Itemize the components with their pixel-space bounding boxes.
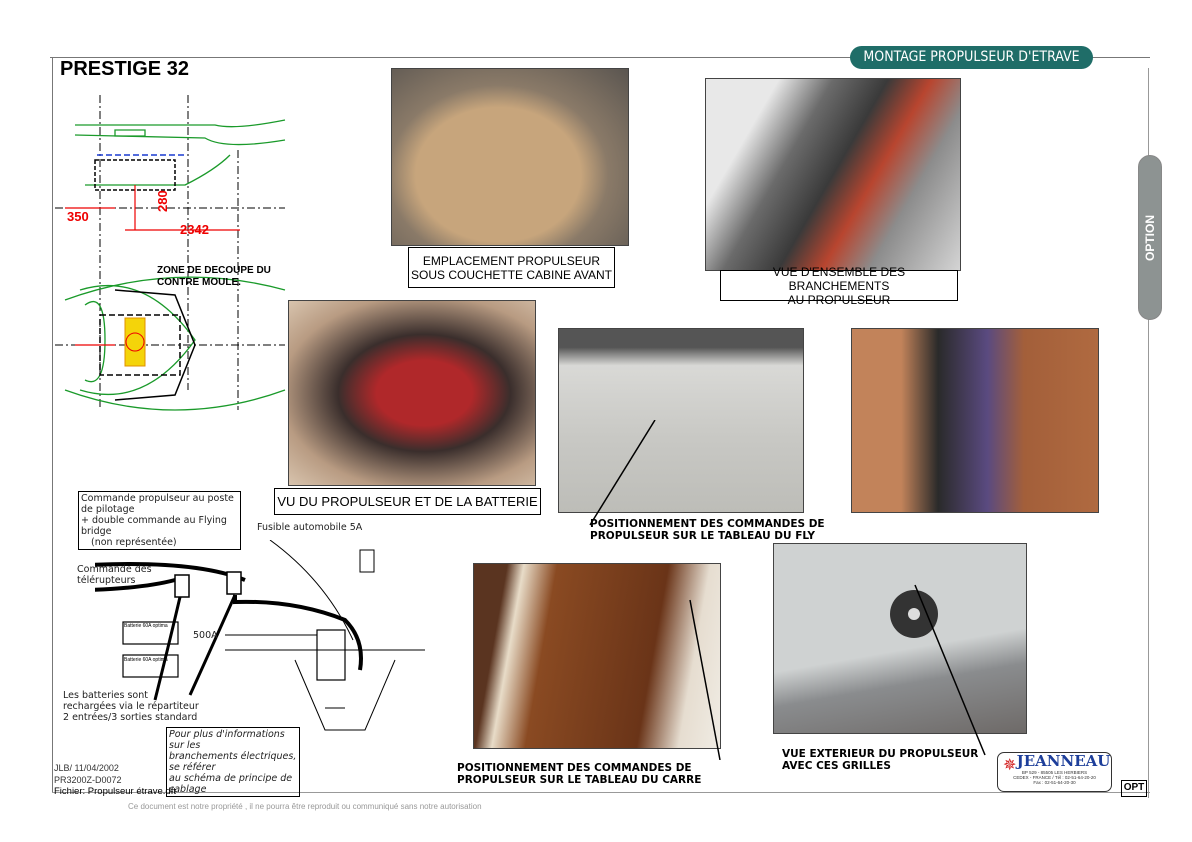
label-line: Commande des (77, 564, 152, 575)
label-line: télérupteurs (77, 575, 136, 586)
photo-wiring-overview (705, 78, 961, 271)
caption-line: POSITIONNEMENT DES COMMANDES DE (590, 518, 825, 530)
top-rule (50, 57, 1150, 58)
photo-thruster-controls-wiring (851, 328, 1099, 513)
bottom-rule (52, 792, 1150, 793)
zone-label-1: ZONE DE DECOUPE DU (157, 265, 271, 276)
caption-line: EMPLACEMENT PROPULSEUR (422, 253, 601, 268)
logo-address: CEDEX - FRANCE / Tél : 02-51-64-20-20 (1013, 775, 1096, 780)
note-line: Les batteries sont (63, 690, 148, 701)
caption-line: POSITIONNEMENT DES COMMANDES DE (457, 762, 692, 774)
caption-line: AVEC CES GRILLES (782, 760, 891, 772)
wiring-diagram (95, 540, 425, 731)
note-line: 2 entrées/3 sorties standard (63, 712, 198, 723)
option-tab-label: OPTION (1143, 214, 1157, 261)
dim-280: 280 (155, 190, 170, 212)
note-line: au schéma de principe de cablage (169, 773, 293, 795)
logo-address: BP 529 - 85505 LES HERBIERS (1021, 770, 1088, 775)
document-meta: JLB/ 11/04/2002 PR3200Z-D0072 Fichier: P… (54, 762, 176, 798)
photo-exterior-thruster (773, 543, 1027, 734)
caption-line: VU DU PROPULSEUR ET DE LA BATTERIE (277, 493, 538, 509)
caption-line: PROPULSEUR SUR LE TABLEAU DU FLY (590, 530, 816, 542)
note-line: (non représentée) (91, 537, 177, 548)
note-line: Pour plus d'informations sur les (169, 729, 285, 751)
caption-line: AU PROPULSEUR (787, 292, 891, 307)
option-tab: OPTION (1138, 155, 1162, 320)
note-line: Commande propulseur au poste de pilotage (81, 493, 234, 515)
document-ref: PR3200Z-D0072 (54, 775, 122, 785)
jeanneau-logo: ✵ JEANNEAU BP 529 - 85505 LES HERBIERS C… (997, 752, 1112, 792)
compass-rose-icon: ✵ (1003, 757, 1017, 774)
note-command: Commande propulseur au poste de pilotage… (78, 491, 241, 550)
opt-badge: OPT (1121, 780, 1147, 797)
author-date: JLB/ 11/04/2002 (54, 763, 119, 773)
logo-address: Fax : 02-51-64-20-30 (1033, 780, 1076, 785)
note-line: branchements électriques, se référer (169, 751, 297, 773)
caption-line: SOUS COUCHETTE CABINE AVANT (411, 267, 612, 282)
dim-2342: 2342 (180, 222, 209, 237)
logo-name: JEANNEAU (1016, 752, 1111, 770)
note-line: rechargées via le répartiteur (63, 701, 199, 712)
label-battery-2: Batterie 60A optima (124, 657, 168, 663)
caption-thruster-battery: VU DU PROPULSEUR ET DE LA BATTERIE (274, 488, 541, 515)
file-name: Fichier: Propulseur étrave.dft (54, 786, 176, 797)
footer-notice: Ce document est notre propriété , il ne … (128, 802, 482, 811)
hull-technical-drawing: 350 280 2342 ZONE DE DECOUPE DU CONTRE M… (55, 95, 286, 411)
photo-thruster-battery (288, 300, 536, 486)
left-rule (52, 57, 53, 792)
caption-line: VUE D'ENSEMBLE DES BRANCHEMENTS (772, 264, 906, 293)
label-battery-1: Batterie 60A optima (124, 623, 168, 629)
note-line: + double commande au Flying bridge (81, 515, 227, 537)
photo-bunk-location (391, 68, 629, 246)
dim-350: 350 (67, 209, 89, 224)
zone-label-2: CONTRE MOULE. (157, 277, 241, 288)
caption-line: VUE EXTERIEUR DU PROPULSEUR (782, 748, 979, 760)
label-fuse-500a: 500A (193, 630, 218, 641)
page-title: PRESTIGE 32 (60, 58, 189, 80)
section-header: MONTAGE PROPULSEUR D'ETRAVE (850, 46, 1093, 69)
photo-saloon-panel (473, 563, 721, 749)
leader-lines (589, 420, 986, 760)
caption-line: PROPULSEUR SUR LE TABLEAU DU CARRE (457, 774, 702, 786)
label-fuse: Fusible automobile 5A (257, 522, 363, 533)
photo-fly-dashboard (558, 328, 804, 513)
right-rule (1148, 68, 1149, 798)
